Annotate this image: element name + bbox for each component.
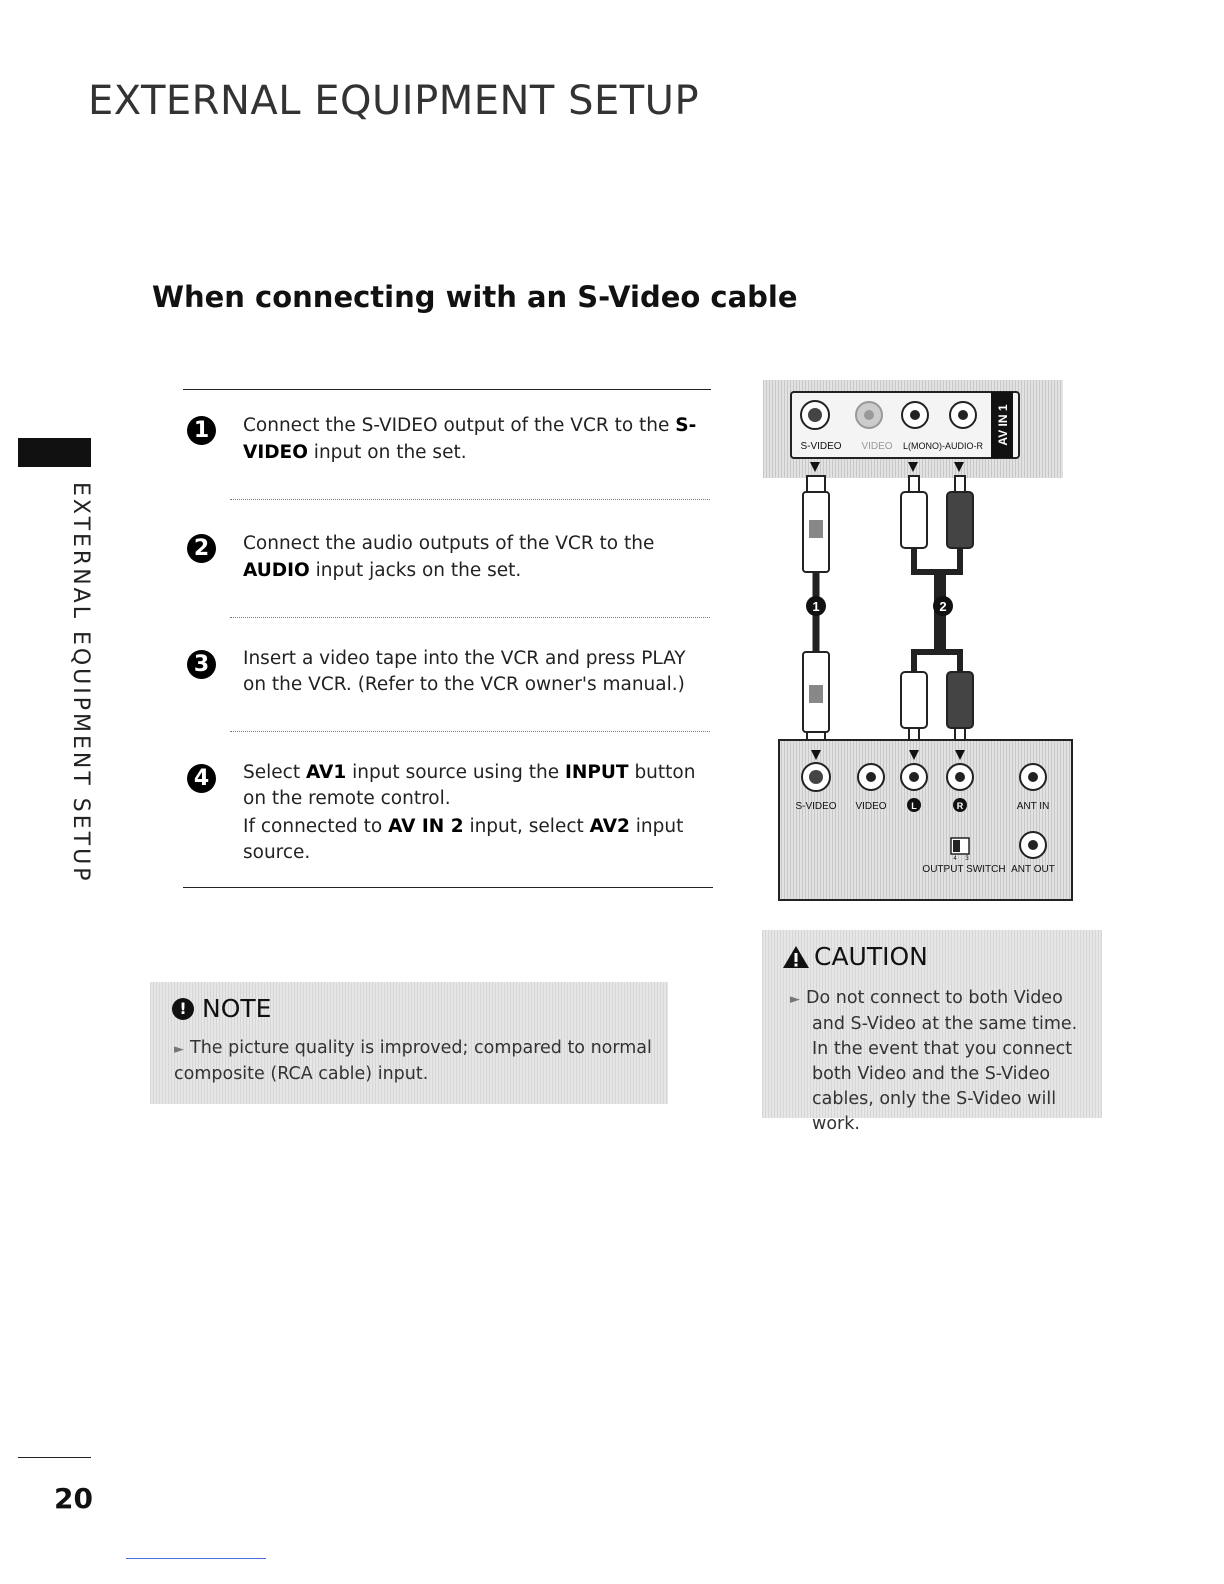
step-text-2: Connect the audio outputs of the VCR to … (243, 533, 655, 581)
note-text: ►The picture quality is improved; compar… (174, 1038, 652, 1084)
chapter-side-label: EXTERNAL EQUIPMENT SETUP (68, 482, 93, 884)
vcr-s-video-label: S-VIDEO (795, 801, 836, 812)
vcr-r-label: R (957, 801, 964, 811)
bullet-arrow-icon: ► (174, 1042, 184, 1057)
tv-s-video-label: S-VIDEO (800, 441, 841, 452)
section-title: When connecting with an S-Video cable (152, 280, 798, 314)
caution-box: CAUTION ►Do not connect to both Video an… (762, 930, 1102, 1134)
step-divider (230, 617, 710, 618)
tv-video-label: VIDEO (861, 441, 892, 452)
cable-marker-1 (806, 596, 826, 616)
av-in-1-label: AV IN 1 (996, 404, 1010, 445)
steps-top-rule (183, 389, 711, 390)
steps-bottom-rule (183, 887, 713, 888)
tv-audio-label: L(MONO)-AUDIO-R (903, 441, 983, 451)
step-number-1: 1 (187, 416, 216, 445)
vcr-l-label: L (911, 801, 917, 811)
av-in-1-plate (991, 392, 1013, 458)
step-number-3: 3 (187, 650, 216, 679)
exclamation-icon: ! (172, 997, 194, 1020)
note-heading: ! NOTE (172, 994, 271, 1023)
caution-heading: CAUTION (782, 942, 928, 971)
note-box: ! NOTE ►The picture quality is improved;… (150, 982, 668, 1104)
step-number-4: 4 (187, 764, 216, 793)
connection-diagram: AV IN 1 S-VIDEO VIDEO L(MONO)-AUDIO-R 1 (763, 380, 1073, 901)
page-title: EXTERNAL EQUIPMENT SETUP (88, 78, 700, 124)
note-title: NOTE (202, 994, 272, 1023)
vcr-video-label: VIDEO (855, 801, 886, 812)
step-text-3: Insert a video tape into the VCR and pre… (243, 648, 686, 695)
bottom-link-line (126, 1558, 266, 1559)
vcr-ant-out-label: ANT OUT (1011, 864, 1055, 875)
vcr-ant-in-label: ANT IN (1017, 801, 1050, 812)
chapter-tab-marker (18, 438, 91, 467)
step-number-2: 2 (187, 534, 216, 563)
step-divider (230, 731, 710, 732)
output-switch-num-4: 4 (953, 856, 957, 862)
caution-text: ►Do not connect to both Video and S-Vide… (790, 988, 1078, 1134)
cable-marker-2 (933, 596, 953, 616)
step-text-1: Connect the S-VIDEO output of the VCR to… (243, 415, 697, 463)
s-video-cable (802, 475, 830, 749)
step-text-4: Select AV1 input source using the INPUT … (243, 762, 696, 863)
step-divider (230, 499, 710, 500)
bullet-arrow-icon: ► (790, 992, 800, 1007)
cable-marker-2-text: 2 (939, 599, 946, 614)
footer-rule (18, 1457, 91, 1458)
cable-marker-1-text: 1 (812, 599, 819, 614)
output-switch-label: OUTPUT SWITCH (922, 864, 1005, 875)
caution-title: CAUTION (814, 942, 928, 971)
page-number: 20 (54, 1482, 93, 1515)
output-switch-num-3: 3 (965, 856, 969, 862)
warning-triangle-icon (783, 945, 809, 968)
vcr-back-panel (778, 739, 1073, 901)
